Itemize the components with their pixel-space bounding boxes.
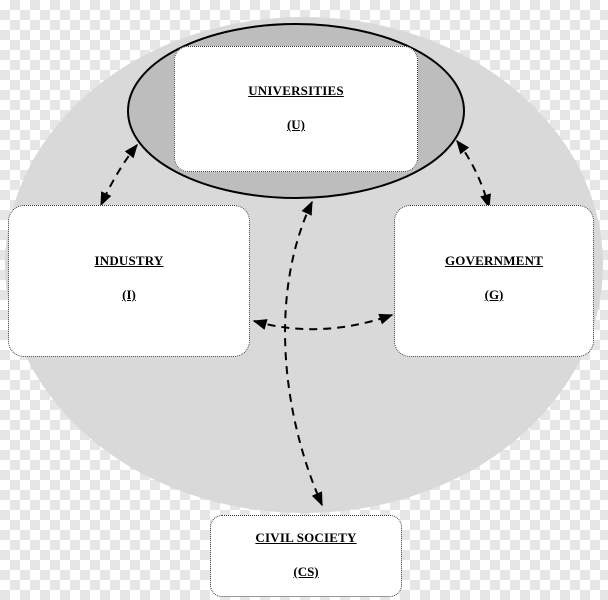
government-label: GOVERNMENT xyxy=(444,253,544,268)
arrow-industry-government xyxy=(252,313,394,331)
government-box: GOVERNMENT (G) xyxy=(394,205,594,357)
civil-society-box: CIVIL SOCIETY (CS) xyxy=(210,515,402,597)
government-abbr: (G) xyxy=(484,287,504,302)
universities-label: UNIVERSITIES xyxy=(248,83,344,98)
civil-society-abbr: (CS) xyxy=(293,564,319,579)
arrow-universities-government xyxy=(456,139,491,209)
industry-abbr: (I) xyxy=(122,287,136,302)
industry-box: INDUSTRY (I) xyxy=(8,205,250,357)
industry-label: INDUSTRY xyxy=(94,253,164,268)
universities-box: UNIVERSITIES (U) xyxy=(174,46,418,172)
universities-abbr: (U) xyxy=(286,117,306,132)
civil-society-label: CIVIL SOCIETY xyxy=(255,530,357,545)
arrow-universities-civil-society xyxy=(284,200,323,507)
arrow-universities-industry xyxy=(100,143,138,207)
